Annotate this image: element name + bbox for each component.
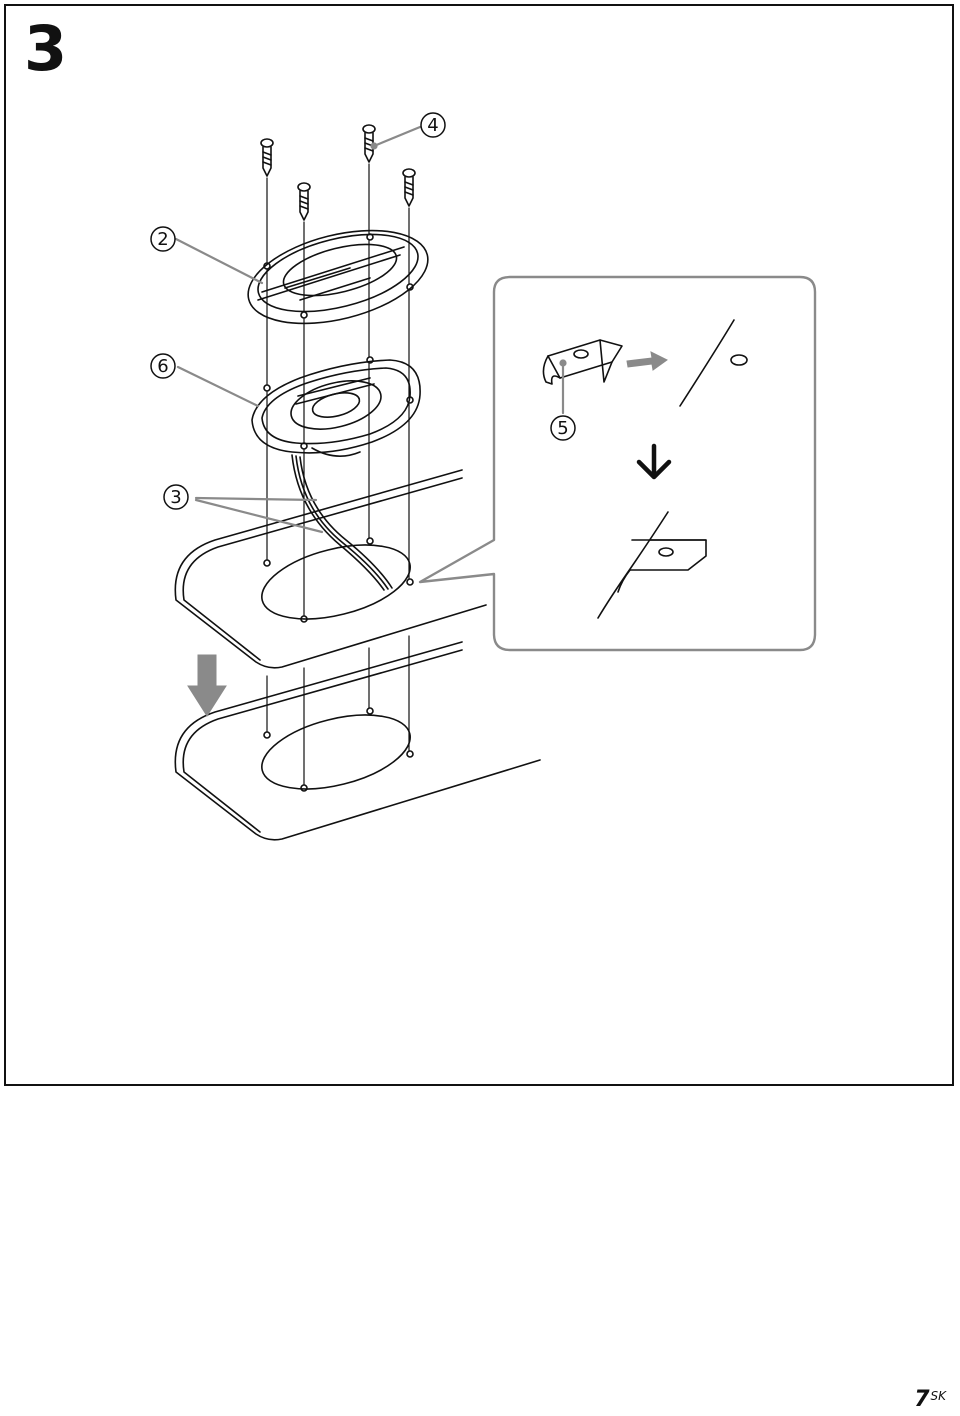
speed-clip (542, 339, 623, 385)
callout-5: 5 (557, 418, 568, 439)
black-down-arrow (636, 443, 672, 480)
mounted-clip (597, 511, 707, 619)
screw-rear-right (402, 168, 416, 207)
callout-2-circle (150, 226, 176, 252)
speaker-unit (251, 356, 421, 457)
diagram-frame (4, 4, 954, 1086)
callout-6-circle (150, 353, 176, 379)
leader-2 (174, 237, 264, 285)
leader-3b (194, 498, 324, 534)
panel-edge (679, 319, 735, 407)
step-number: 3 (24, 12, 68, 85)
callout-4: 4 (427, 115, 438, 136)
alignment-lines (266, 163, 410, 786)
detail-inset (418, 275, 817, 652)
speaker-cord (291, 454, 393, 591)
callout-5-circle (550, 415, 576, 441)
screw-front-right (297, 182, 311, 221)
upper-mounting-panel (174, 469, 487, 669)
leader-3a (194, 496, 318, 502)
page-number: 7 (914, 1387, 930, 1412)
speaker-installation-diagram: 4 2 6 3 5 (150, 112, 817, 841)
panel-hole (730, 354, 748, 366)
callout-6: 6 (157, 356, 168, 377)
page-footer: 7SK (914, 1387, 946, 1412)
gray-right-arrow (626, 351, 668, 371)
screw-front-left (260, 138, 274, 177)
page-language-suffix: SK (930, 1388, 947, 1403)
big-gray-down-arrow (187, 654, 227, 717)
callout-3: 3 (170, 487, 181, 508)
leader-lines (174, 125, 567, 534)
lower-mounting-panel (174, 641, 541, 841)
mounting-screws (260, 124, 416, 221)
callout-4-circle (420, 112, 446, 138)
callout-2: 2 (157, 229, 168, 250)
leader-4 (372, 125, 422, 148)
leader-6 (176, 365, 260, 408)
callout-3-circle (163, 484, 189, 510)
speaker-grille (247, 229, 429, 325)
